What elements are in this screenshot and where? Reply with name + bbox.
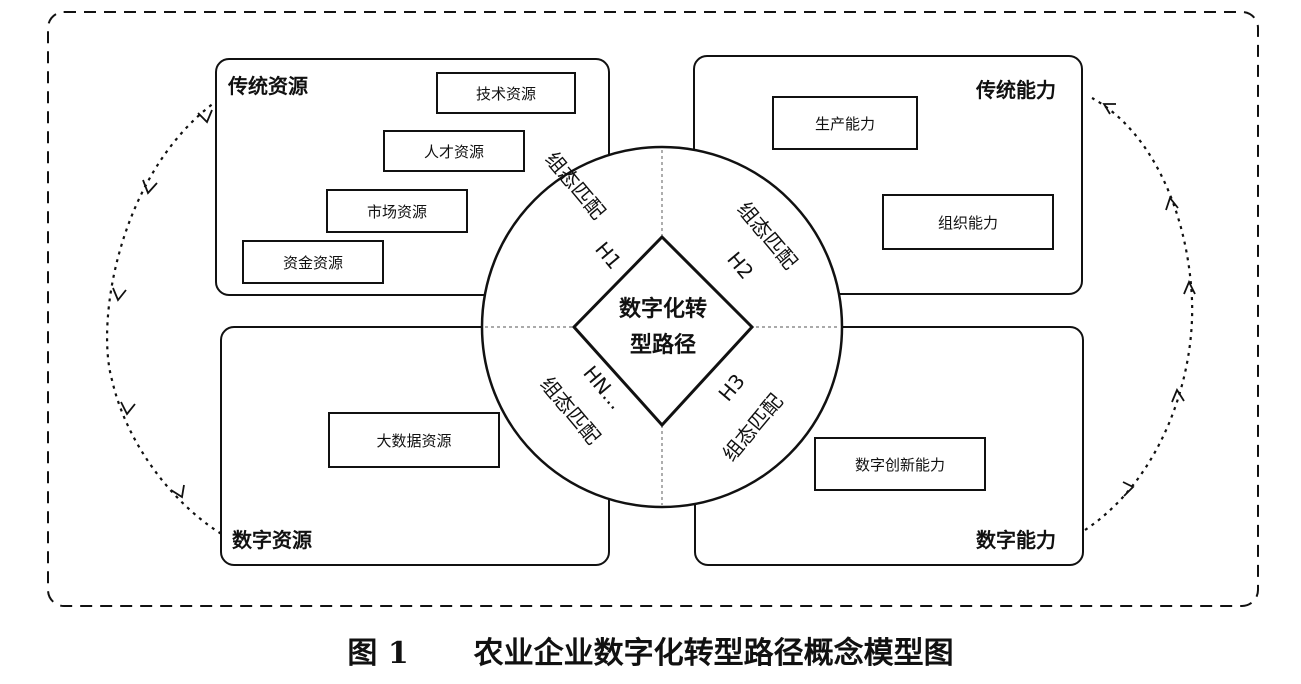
left-flow-arc — [106, 99, 226, 537]
quadrant-title-traditional-resources: 传统资源 — [228, 74, 308, 98]
quadrant-title-digital-resources: 数字资源 — [232, 528, 312, 552]
figure-title: 农业企业数字化转型路径概念模型图 — [473, 636, 954, 671]
figure-number: 图 1 — [347, 636, 409, 671]
center-line-2: 型路径 — [629, 333, 696, 358]
center-diamond — [571, 234, 755, 428]
left-arc-arrow-icons — [112, 109, 213, 499]
center-line-1: 数字化转 — [618, 297, 707, 322]
item-tech-resources: 技术资源 — [436, 72, 576, 114]
item-bigdata-resources: 大数据资源 — [328, 412, 500, 468]
item-digital-innovation-capability: 数字创新能力 — [814, 437, 986, 491]
right-arc-arrow-icons — [1102, 103, 1196, 497]
figure-caption: 图 1 农业企业数字化转型路径概念模型图 — [0, 628, 1301, 672]
quadrant-title-traditional-capabilities: 传统能力 — [976, 78, 1056, 102]
outer-dashed-frame — [47, 11, 1259, 607]
right-flow-arc — [1084, 97, 1194, 531]
item-capital-resources: 资金资源 — [242, 240, 384, 284]
item-production-capability: 生产能力 — [772, 96, 918, 150]
item-talent-resources: 人才资源 — [383, 130, 525, 172]
center-path-label: 数字化转 型路径 — [602, 292, 724, 364]
item-organization-capability: 组织能力 — [882, 194, 1054, 250]
item-market-resources: 市场资源 — [326, 189, 468, 233]
quadrant-title-digital-capabilities: 数字能力 — [976, 528, 1056, 552]
